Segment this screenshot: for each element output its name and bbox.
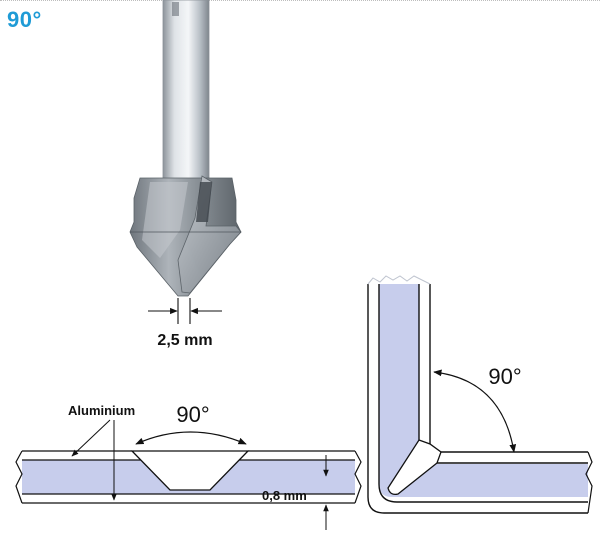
angle-heading: 90° xyxy=(7,7,42,32)
thickness-label: 0,8 mm xyxy=(262,488,307,503)
bit-highlight xyxy=(142,182,188,258)
bit-groove xyxy=(196,182,212,222)
material-label: Aluminium xyxy=(68,403,135,418)
panel-angle-label: 90° xyxy=(488,364,521,389)
groove-cut xyxy=(130,450,250,491)
folded-panel: 90° xyxy=(367,275,593,514)
tip-width-dimension: 2,5 mm xyxy=(148,298,222,349)
bit-shank xyxy=(162,0,210,181)
router-bit xyxy=(129,0,242,297)
top-dotted-border xyxy=(0,0,600,1)
panel-fold-slot xyxy=(387,439,442,496)
groove-section: 90° Aluminium 0,8 mm xyxy=(15,402,362,530)
panel-outer-skin xyxy=(367,284,588,514)
panel-angle-arc xyxy=(433,369,517,453)
groove-angle-label: 90° xyxy=(176,402,209,427)
tip-width-label: 2,5 mm xyxy=(157,332,212,349)
shank-marking xyxy=(172,2,179,16)
groove-angle-arc xyxy=(135,431,247,445)
